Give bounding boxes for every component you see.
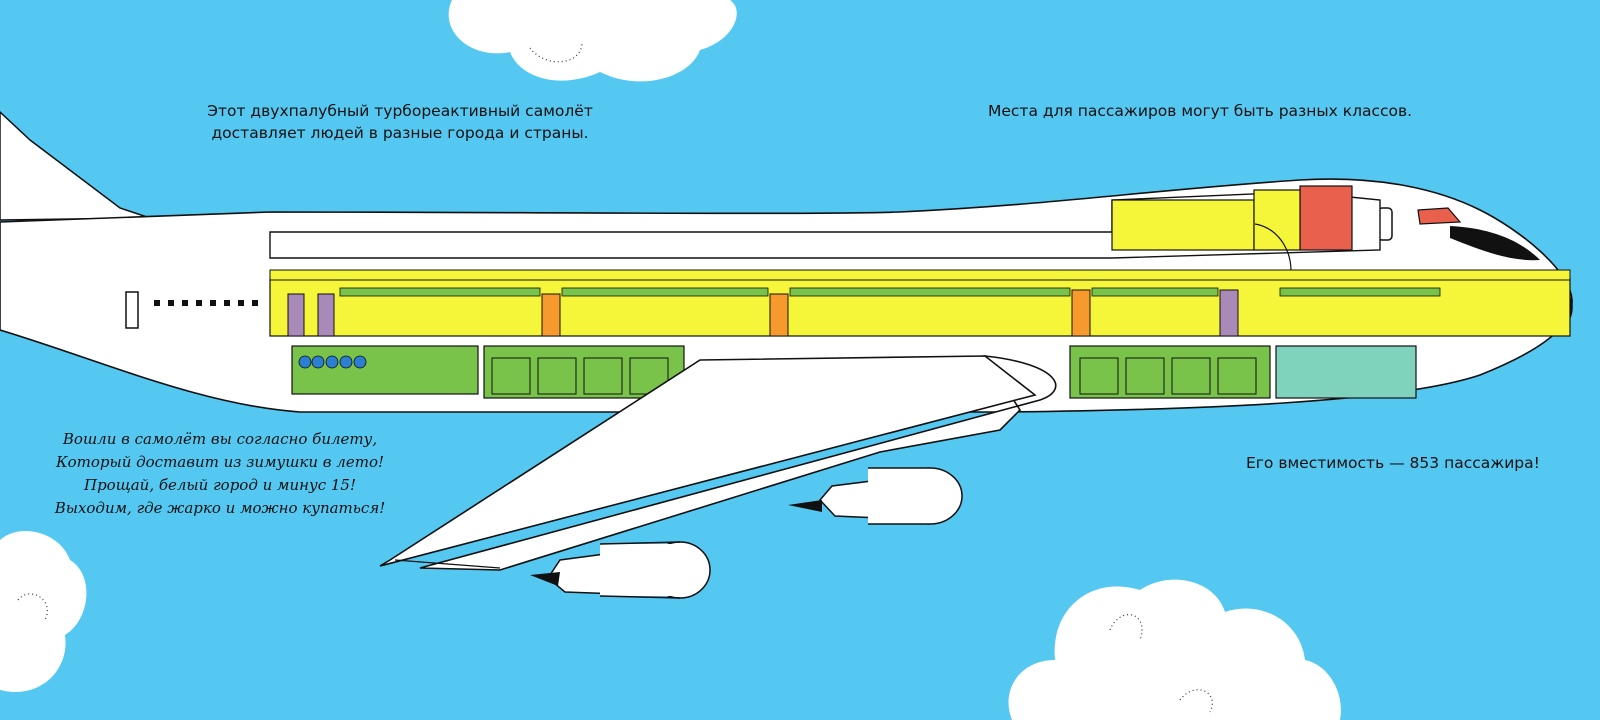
cargo-hold: [291, 345, 1417, 399]
cloud-bottom-right: [1008, 579, 1341, 720]
poem: Вошли в самолёт вы согласно билету, Кото…: [40, 428, 400, 520]
poem-line: Вошли в самолёт вы согласно билету,: [62, 430, 378, 448]
intro-caption-line1: Этот двухпалубный турбореактивный самолё…: [207, 102, 593, 120]
classes-caption: Места для пассажиров могут быть разных к…: [988, 102, 1413, 120]
poem-line: Который доставит из зимушки в лето!: [55, 453, 385, 471]
intro-caption: Этот двухпалубный турбореактивный самолё…: [200, 100, 600, 144]
capacity-caption: Его вместимость — 853 пассажира!: [1246, 454, 1540, 472]
cloud-top: [448, 0, 737, 82]
poem-line: Прощай, белый город и минус 15!: [83, 476, 356, 494]
upper-deck: [269, 185, 1381, 281]
engine-rear: [530, 541, 711, 599]
cloud-bottom-left: [0, 530, 87, 692]
intro-caption-line2: доставляет людей в разные города и стран…: [211, 124, 589, 142]
engine-front: [788, 467, 963, 525]
wing: [379, 355, 1057, 571]
main-deck: [269, 269, 1571, 337]
poem-line: Выходим, где жарко и можно купаться!: [54, 499, 386, 517]
